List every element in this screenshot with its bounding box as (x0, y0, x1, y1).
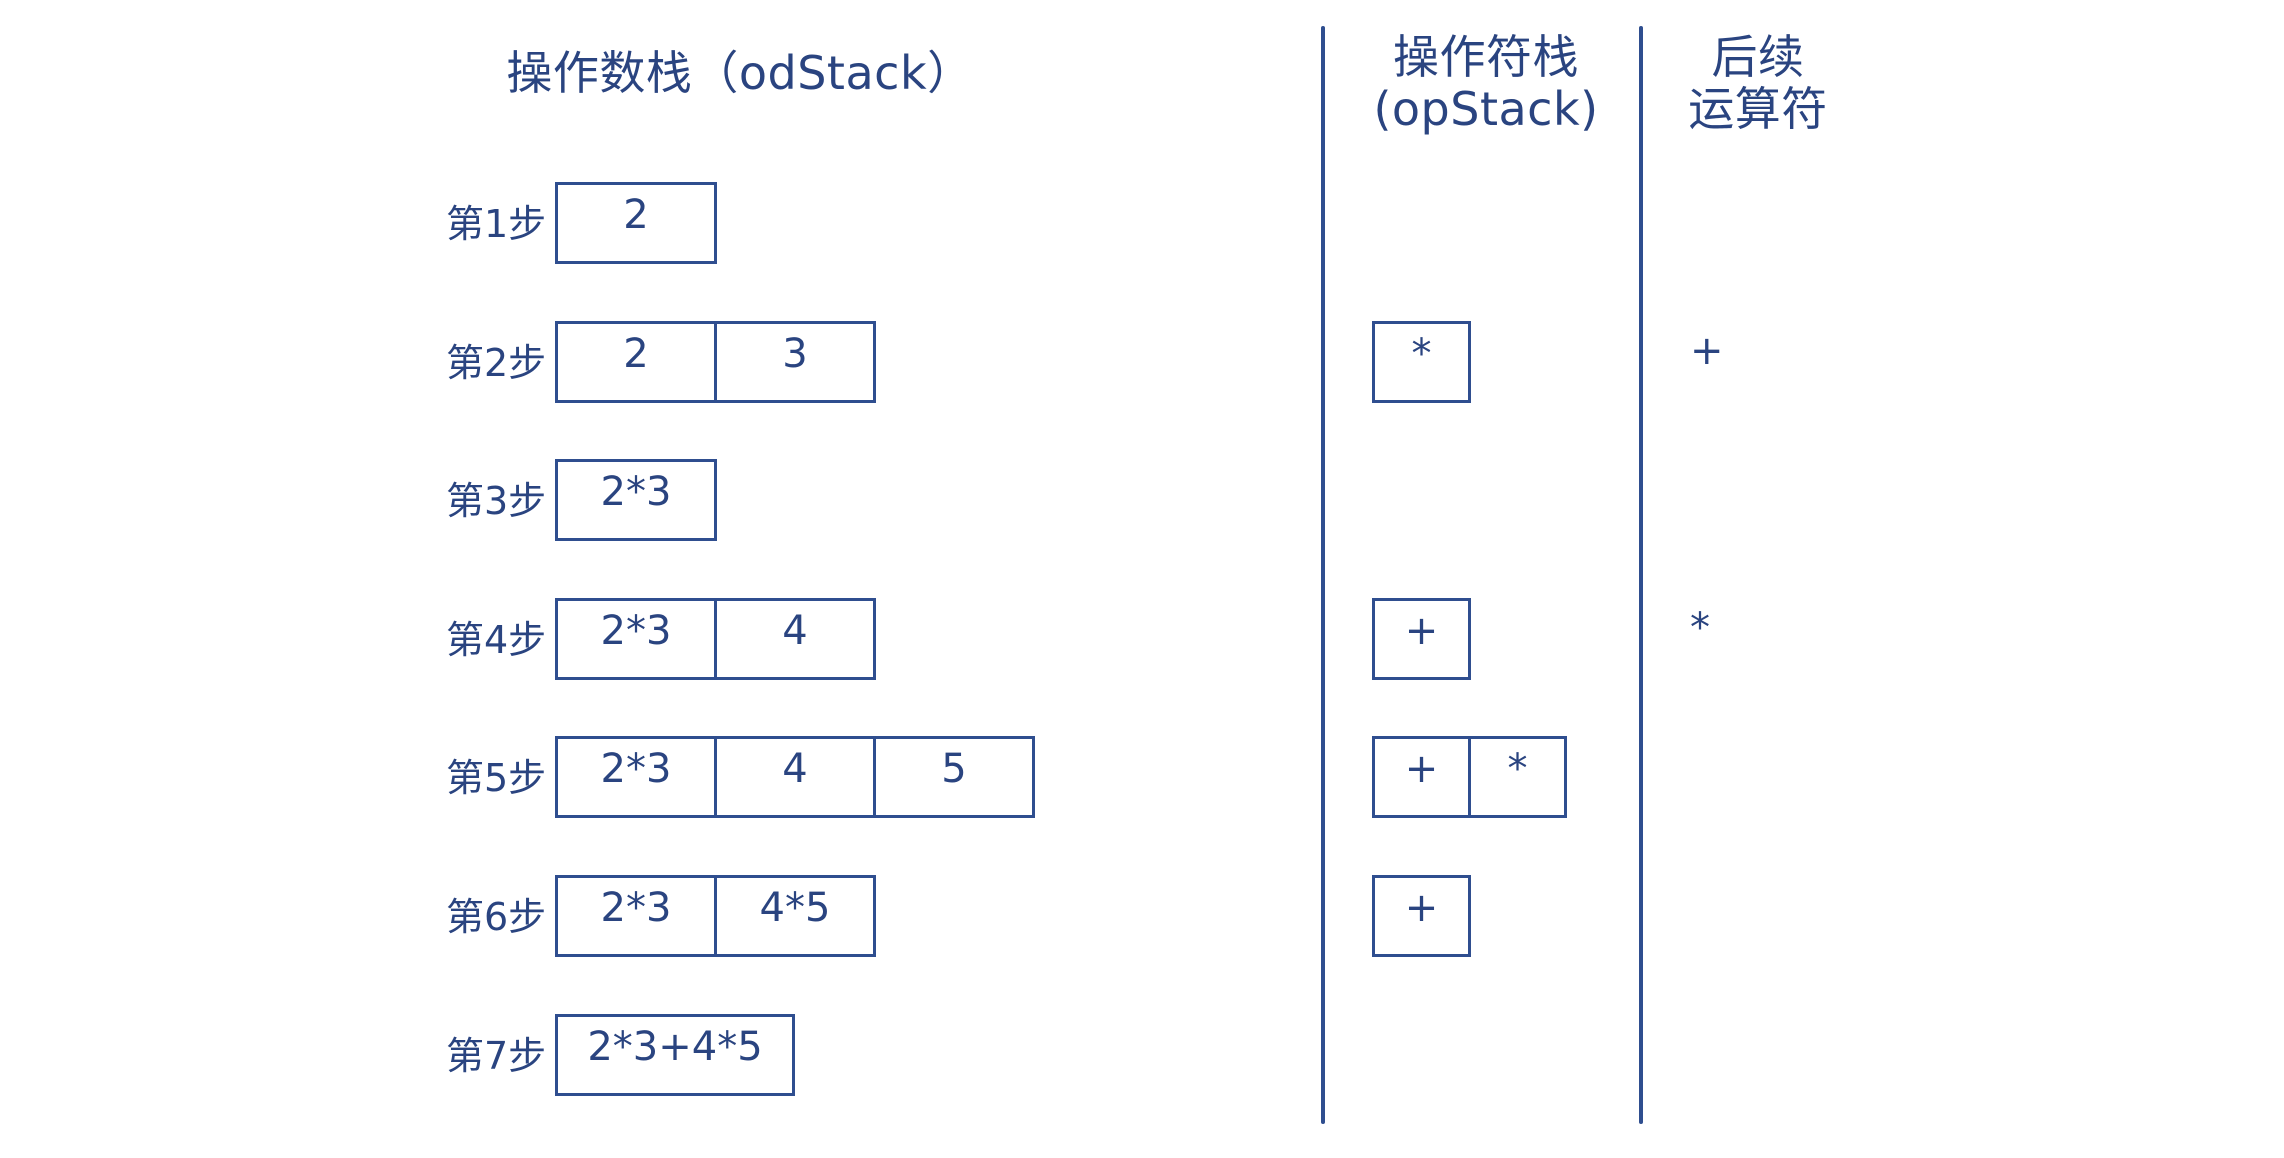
column-divider-left (1321, 26, 1325, 1124)
od-stack-cell: 2*3 (555, 875, 717, 957)
od-stack-cell: 2*3 (555, 736, 717, 819)
op-stack-cell: * (1468, 736, 1567, 819)
od-stack-cell: 2*3 (555, 597, 717, 680)
step-label: 第4步 (446, 617, 547, 662)
column-divider-right (1639, 26, 1643, 1124)
step-label: 第5步 (446, 756, 547, 801)
op-stack-cell: + (1372, 736, 1471, 819)
od-stack-cell: 2*3+4*5 (555, 1013, 795, 1096)
column-header-op-stack: 操作符栈 (opStack) (1373, 30, 1599, 136)
od-stack-cell: 4 (714, 736, 876, 819)
od-stack-cell: 5 (873, 736, 1035, 819)
column-header-od-stack: 操作数栈（odStack） (506, 46, 974, 100)
od-stack-row: 2*3 (555, 459, 717, 542)
step-label: 第2步 (446, 340, 547, 385)
od-stack-cell: 2 (555, 182, 717, 264)
next-operator-value: + (1690, 327, 1724, 374)
next-operator-value: * (1690, 604, 1710, 651)
od-stack-cell: 2*3 (555, 459, 717, 542)
op-stack-row: * (1372, 320, 1471, 403)
step-label: 第6步 (446, 895, 547, 939)
od-stack-row: 2 (555, 182, 717, 264)
step-label: 第7步 (446, 1033, 547, 1078)
op-stack-row: +* (1372, 736, 1567, 819)
op-stack-cell: + (1372, 875, 1471, 957)
step-label: 第3步 (446, 479, 547, 524)
od-stack-cell: 3 (714, 320, 876, 403)
op-stack-cell: * (1372, 320, 1471, 403)
od-stack-cell: 4*5 (714, 875, 876, 957)
column-header-next-operator: 后续 运算符 (1688, 30, 1828, 136)
op-stack-row: + (1372, 597, 1471, 680)
od-stack-row: 2*3+4*5 (555, 1013, 795, 1096)
od-stack-cell: 2 (555, 320, 717, 403)
op-stack-cell: + (1372, 597, 1471, 680)
od-stack-cell: 4 (714, 597, 876, 680)
op-stack-row: + (1372, 875, 1471, 957)
step-label: 第1步 (446, 202, 547, 246)
